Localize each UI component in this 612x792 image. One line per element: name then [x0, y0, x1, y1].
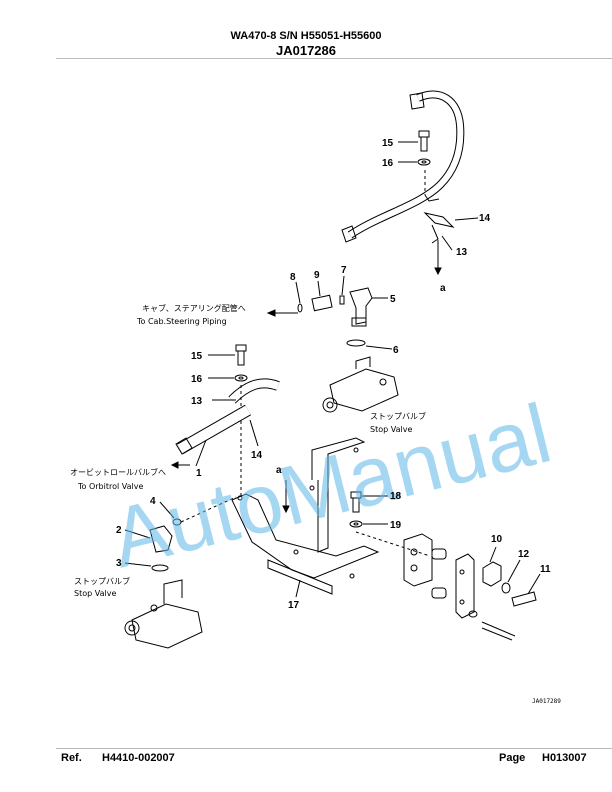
callout-13-middle: 13	[191, 396, 203, 407]
stop-valve-label-en-lower: Stop Valve	[74, 589, 116, 598]
stop-valve-label-jp-upper: ストップバルブ	[370, 411, 426, 421]
cab-piping-label-jp: キャブ、ステアリング配管へ	[142, 303, 246, 313]
callout-a-upper: a	[440, 283, 446, 294]
callout-14-middle: 14	[251, 450, 263, 461]
callout-4: 4	[150, 496, 156, 507]
callout-15-middle: 15	[191, 351, 203, 362]
callout-19: 19	[390, 520, 402, 531]
callout-1: 1	[196, 468, 202, 479]
callout-a-lower: a	[276, 465, 282, 476]
callout-9: 9	[314, 270, 320, 281]
footer-divider	[56, 748, 612, 749]
callout-11: 11	[540, 564, 551, 575]
callout-13-upper: 13	[456, 247, 468, 258]
callout-2: 2	[116, 525, 122, 536]
diagram-linework	[124, 90, 541, 649]
watermark: AutoManual	[102, 386, 560, 586]
callout-6: 6	[393, 345, 399, 356]
cab-piping-label-en: To Cab.Steering Piping	[136, 317, 227, 326]
callout-16-middle: 16	[191, 374, 203, 385]
header-divider	[56, 58, 612, 59]
orbitrol-label-jp: オービットロールバルブへ	[70, 467, 166, 477]
callout-12: 12	[518, 549, 530, 560]
callout-16-upper: 16	[382, 158, 394, 169]
callout-18: 18	[390, 491, 402, 502]
callout-7: 7	[341, 265, 347, 276]
page-number: H013007	[542, 752, 587, 764]
callout-15-upper: 15	[382, 138, 394, 149]
model-serial-header: WA470-8 S/N H55051-H55600	[230, 30, 382, 42]
ref-label: Ref.	[61, 752, 82, 764]
callout-17: 17	[288, 600, 300, 611]
callout-10: 10	[491, 534, 503, 545]
stop-valve-label-en-upper: Stop Valve	[370, 425, 412, 434]
drawing-id: JA017289	[532, 698, 561, 705]
callout-3: 3	[116, 558, 122, 569]
callout-14-upper: 14	[479, 213, 491, 224]
callout-numbers: 15 16 14 13 a 8 9 7 5 6 15 16 13 14 1 a …	[116, 138, 551, 611]
illustration-number: JA017286	[276, 43, 336, 58]
page-label: Page	[499, 752, 526, 764]
stop-valve-label-jp-lower: ストップバルブ	[74, 576, 130, 586]
ref-number: H4410-002007	[102, 752, 175, 764]
diagram-labels: キャブ、ステアリング配管へ To Cab.Steering Piping ストッ…	[70, 303, 426, 598]
orbitrol-label-en: To Orbitrol Valve	[77, 482, 143, 491]
callout-8: 8	[290, 272, 296, 283]
callout-5: 5	[390, 294, 396, 305]
